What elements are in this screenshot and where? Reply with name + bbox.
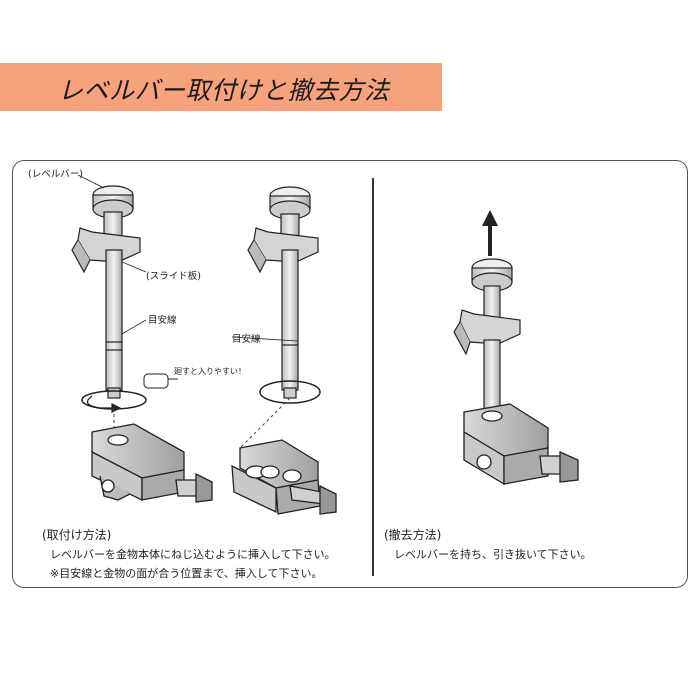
label-level-bar: (レベルバー) (28, 169, 83, 180)
label-guide-line-2: 目安線 (232, 334, 261, 345)
metal-clamp-2 (231, 439, 337, 515)
level-bar-2 (247, 186, 319, 399)
label-slide-plate: (スライド板) (146, 271, 201, 282)
install-line-1: レベルバーを金物本体にねじ込むように挿入して下さい。 (50, 548, 336, 561)
hand-pointer-icon (143, 373, 178, 389)
removal-arrow-icon (482, 210, 498, 256)
level-bar-3 (453, 258, 521, 415)
install-section-title: (取付け方法) (42, 528, 112, 542)
label-guide-line-1: 目安線 (148, 315, 177, 326)
rotate-arrow-2 (259, 380, 321, 404)
removal-section-title: (撤去方法) (384, 528, 442, 542)
level-bar-1 (71, 185, 141, 413)
instruction-panel (12, 160, 688, 588)
title-band: レベルバー取付けと撤去方法 (0, 63, 442, 111)
metal-clamp-1 (91, 423, 213, 503)
removal-line-1: レベルバーを持ち、引き抜いて下さい。 (394, 548, 592, 561)
metal-clamp-3 (463, 403, 579, 486)
page-title: レベルバー取付けと撤去方法 (58, 76, 390, 105)
section-divider (372, 178, 374, 576)
label-rotate-hint: 廻すと入りやすい！ (174, 367, 246, 376)
install-line-2: ※目安線と金物の面が合う位置まで、挿入して下さい。 (50, 567, 323, 580)
